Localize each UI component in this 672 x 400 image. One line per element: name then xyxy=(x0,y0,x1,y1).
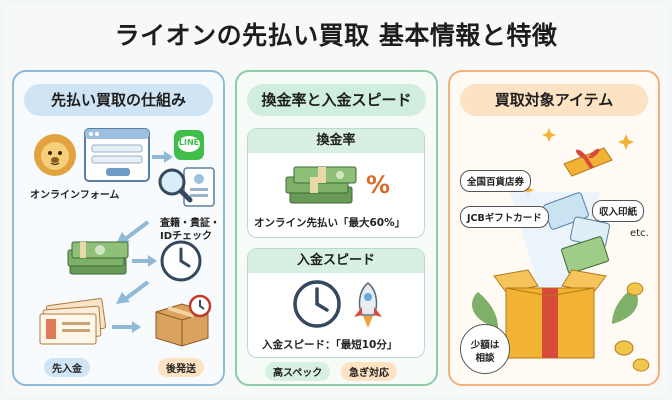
shipping-box-icon xyxy=(155,294,212,347)
clock-icon xyxy=(160,240,202,282)
coin-icon xyxy=(626,282,644,296)
arrow-down-left-icon xyxy=(116,280,150,304)
panel-items-title: 買取対象アイテム xyxy=(460,84,648,116)
panel-rate-speed: 換金率と入金スピード 換金率 % オンライン先払い「最大60%」 入金スピード … xyxy=(235,70,438,386)
speed-heading: 入金スピード xyxy=(248,249,424,273)
arrow-right-icon xyxy=(112,321,141,333)
sparkle-icon xyxy=(522,184,534,196)
leaf-icon xyxy=(472,292,498,328)
review-label-line1: 査籍・貴証・ xyxy=(160,218,220,229)
line-app-icon xyxy=(174,130,204,160)
speed-text: 入金スピード：「最短10分」 xyxy=(262,339,398,351)
item-etc: etc. xyxy=(630,228,649,239)
panel-prepay-flow: 先払い買取の仕組み オンラインフォーム LINE 査籍・貴証・ IDチェッ xyxy=(12,70,225,386)
leaf-icon xyxy=(612,288,638,324)
gift-lid-icon xyxy=(563,147,613,177)
small-amount-bubble: 少額は 相談 xyxy=(460,324,510,374)
rate-text: オンライン先払い「最大60%」 xyxy=(254,217,406,229)
arrow-right-icon xyxy=(132,255,157,267)
review-label-line2: IDチェック xyxy=(160,231,213,242)
tag-high-spec: 高スペック xyxy=(265,362,331,381)
speed-box: 入金スピード 入金スピード：「最短10分」 xyxy=(247,248,425,358)
rate-heading: 換金率 xyxy=(248,129,424,153)
panel-speed-title: 換金率と入金スピード xyxy=(247,84,426,116)
item-dept-store-voucher: 全国百貨店券 xyxy=(460,170,532,192)
clock-icon xyxy=(293,280,341,328)
item-jcb-gift-card: JCBギフトカード xyxy=(460,206,549,228)
sparkle-icon xyxy=(618,134,634,150)
sparkle-icon xyxy=(542,128,556,142)
small-amount-line1: 少額は xyxy=(470,340,500,351)
online-form-icon xyxy=(84,128,150,182)
magnifier-id-check-icon xyxy=(158,167,215,207)
percent-icon: % xyxy=(366,171,391,199)
arrow-down-left-icon xyxy=(116,220,150,244)
gift-voucher-icon xyxy=(39,298,107,345)
open-gift-box-icon xyxy=(493,269,607,359)
item-revenue-stamp: 収入印紙 xyxy=(592,200,645,222)
coin-icon xyxy=(632,358,650,372)
coin-icon xyxy=(614,340,634,356)
lion-icon xyxy=(34,134,76,176)
rocket-icon xyxy=(354,282,382,328)
cash-stack-icon xyxy=(67,241,129,275)
panel-flow-title: 先払い買取の仕組み xyxy=(24,84,213,116)
line-icon-text: LINE xyxy=(178,138,200,147)
banknote-icon xyxy=(561,236,609,274)
panel-items: 買取対象アイテム 全国百貨店券 JCBギフトカード 収入印紙 e xyxy=(448,70,660,386)
arrow-right-icon xyxy=(152,151,173,163)
small-amount-line2: 相談 xyxy=(475,353,495,364)
cash-bundle-icon xyxy=(285,166,357,204)
tag-ship-later: 後発送 xyxy=(158,358,204,377)
tag-urgent: 急ぎ対応 xyxy=(341,362,397,381)
online-form-label: オンラインフォーム xyxy=(30,190,120,201)
page-title: ライオンの先払い買取 基本情報と特徴 xyxy=(114,21,558,50)
rate-box: 換金率 % オンライン先払い「最大60%」 xyxy=(247,128,425,238)
tag-prepay: 先入金 xyxy=(44,358,90,377)
